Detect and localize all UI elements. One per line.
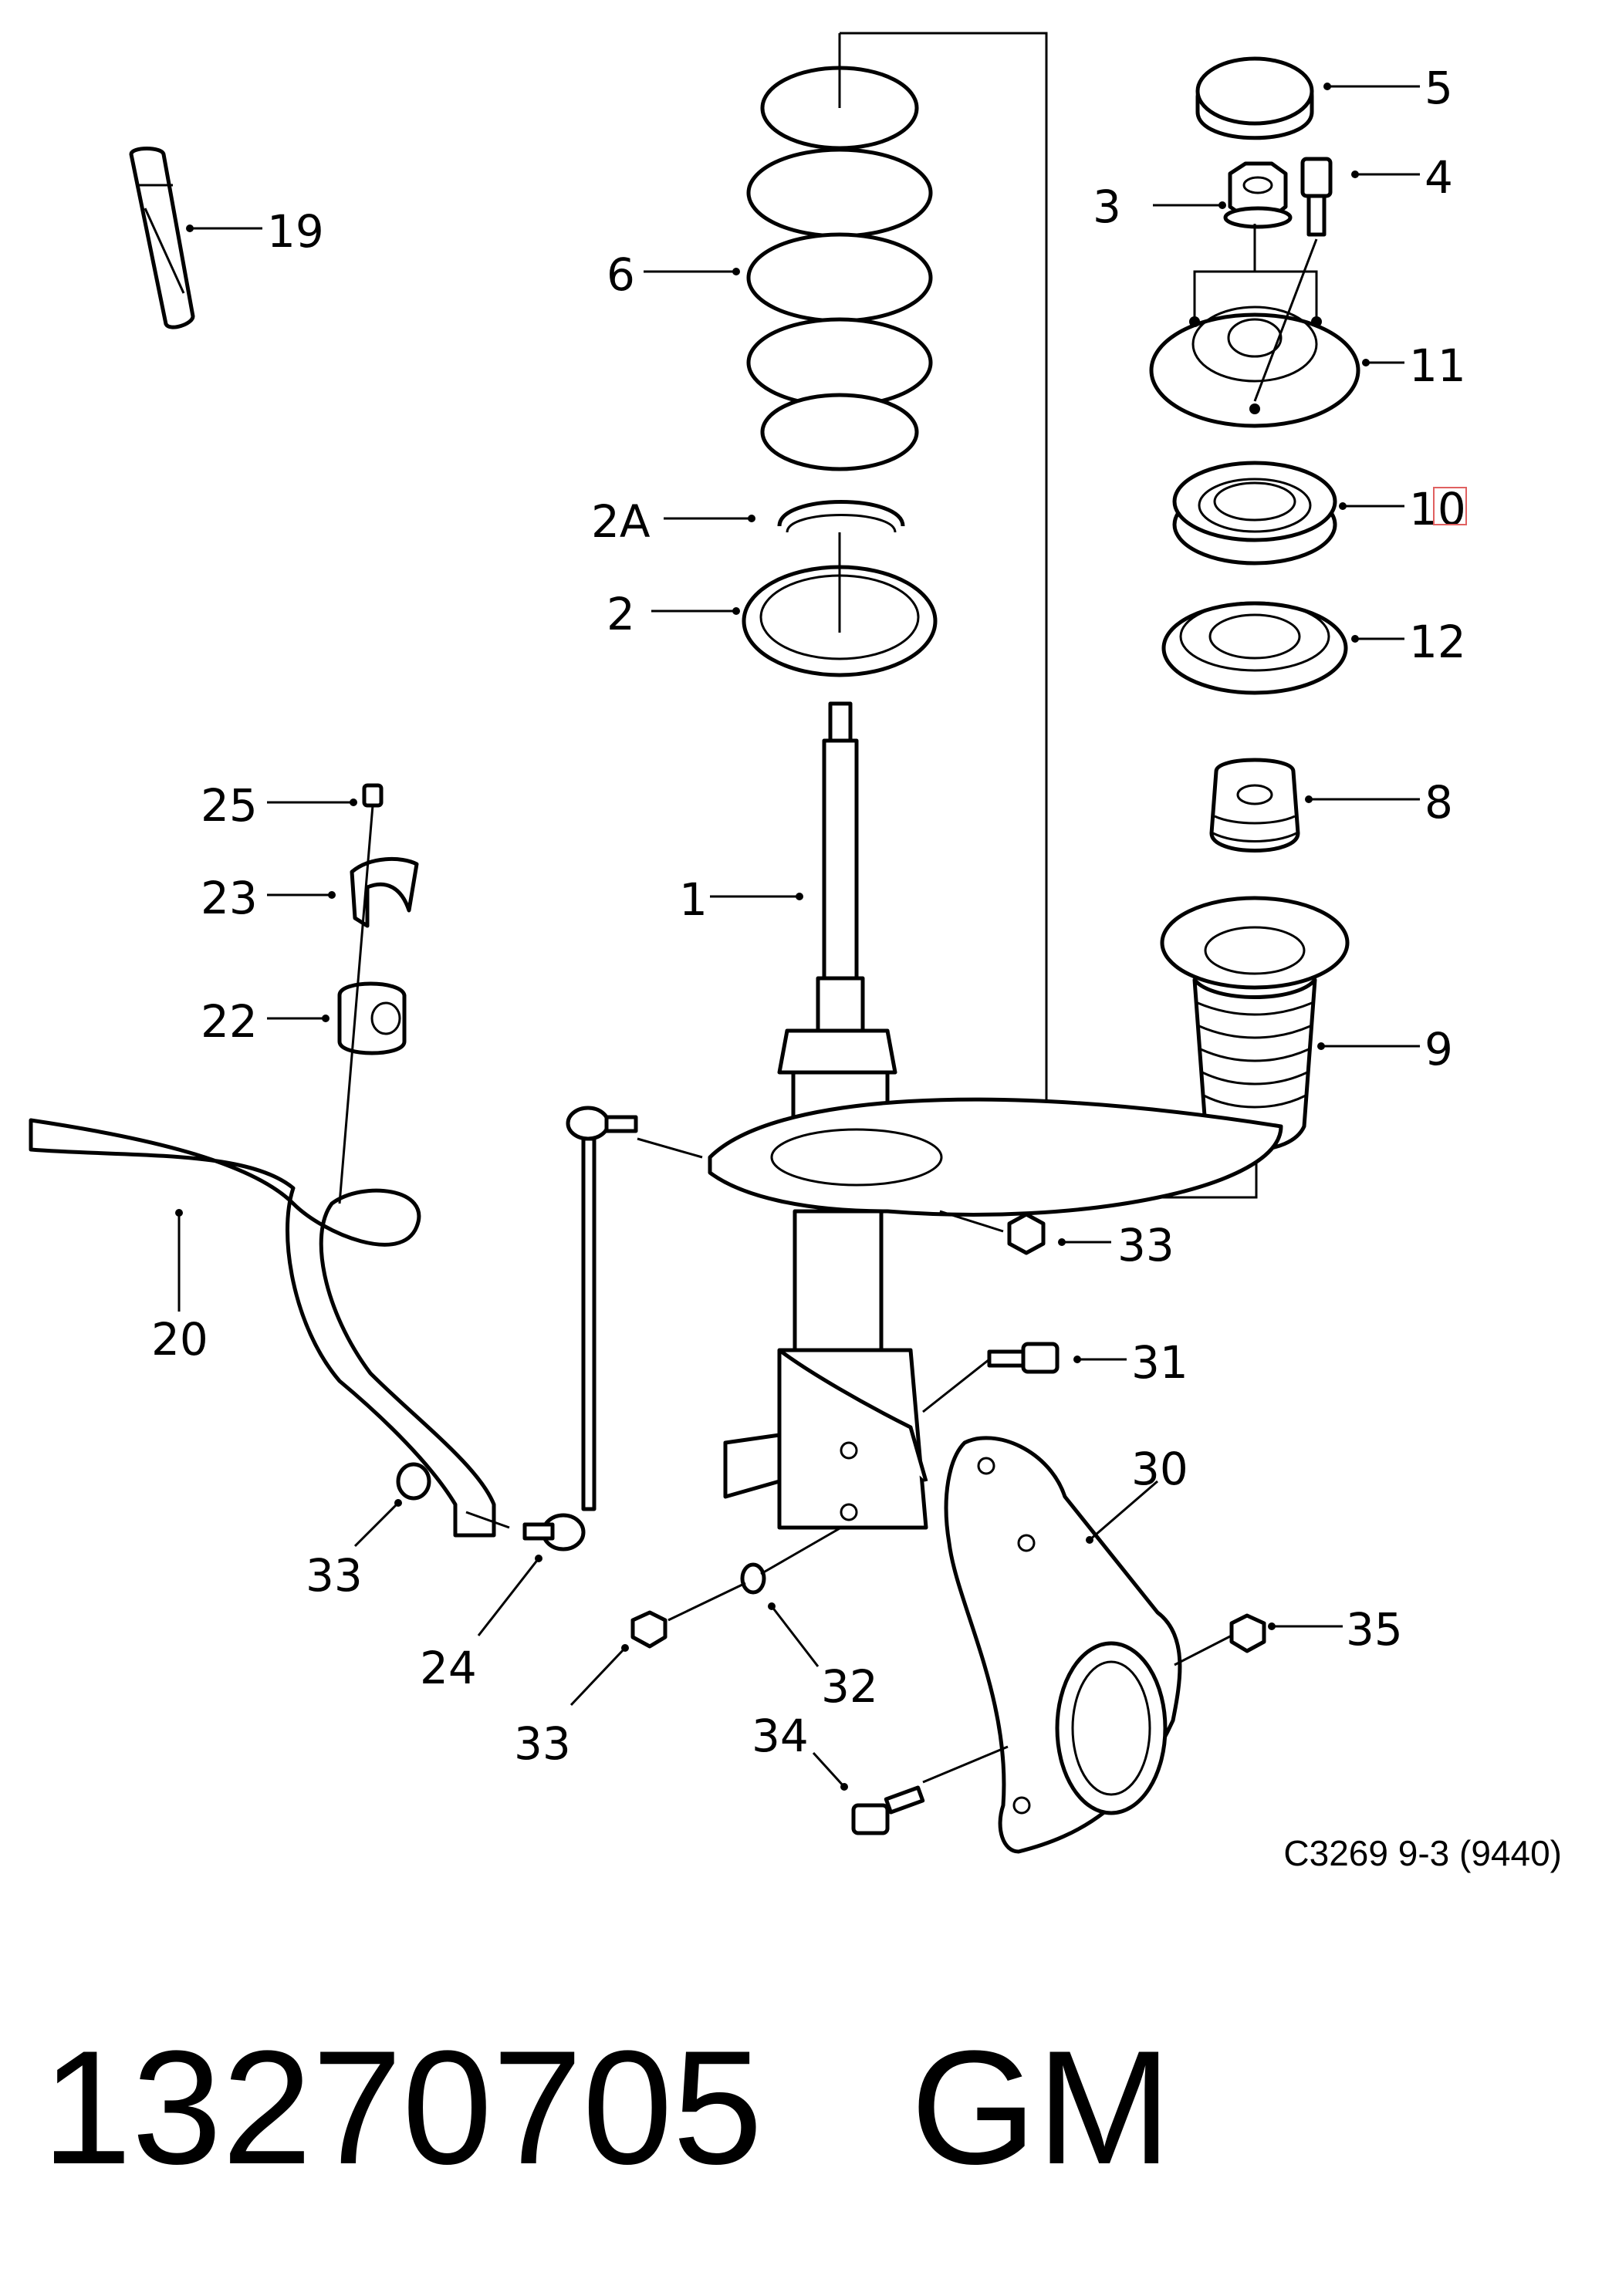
callout-20: 20 <box>151 1313 208 1366</box>
callout-23: 23 <box>201 872 258 924</box>
leader-lines <box>175 83 1420 1791</box>
part-31-bolt <box>987 1342 1060 1374</box>
callout-24: 24 <box>420 1642 477 1694</box>
part-3-nut <box>1223 161 1293 229</box>
part-25-screw <box>338 783 384 1204</box>
part-33-nut-left <box>396 1462 431 1501</box>
part-4-bolt <box>1300 157 1333 237</box>
brand-label: GM <box>911 2017 1171 2198</box>
callout-4: 4 <box>1425 151 1453 204</box>
part-12-spring-seat <box>1161 601 1348 695</box>
part-number: 13270705 <box>42 2017 762 2198</box>
part-22-bushing <box>337 981 407 1055</box>
part-24-link-rod <box>522 1106 638 1551</box>
part-8-bump-stop <box>1209 758 1300 853</box>
callout-32: 32 <box>821 1660 878 1713</box>
callout-6: 6 <box>607 248 635 301</box>
callout-11: 11 <box>1409 339 1466 392</box>
callout-12: 12 <box>1409 616 1466 668</box>
callout-10-highlight <box>1433 487 1467 525</box>
callout-1: 1 <box>679 873 708 926</box>
callout-22: 22 <box>201 995 258 1048</box>
part-10-bearing <box>1172 461 1337 566</box>
callout-34: 34 <box>752 1710 809 1762</box>
callout-33-upper: 33 <box>1117 1219 1174 1271</box>
diagram-reference: C3269 9-3 (9440) <box>1283 1833 1562 1873</box>
callout-2: 2 <box>607 588 635 640</box>
part-32-washer <box>740 1562 766 1595</box>
part-2a-spring-clip <box>777 500 905 533</box>
callout-2a: 2A <box>591 495 651 548</box>
part-2-lower-spring-seat <box>742 532 938 677</box>
part-19-grease-tube <box>129 147 195 329</box>
callout-30: 30 <box>1131 1443 1188 1495</box>
part-9-dust-boot <box>1160 896 1350 1152</box>
part-34-bolt <box>851 1785 925 1835</box>
callout-19: 19 <box>267 205 324 258</box>
callout-33-lower: 33 <box>514 1717 571 1770</box>
callout-8: 8 <box>1425 776 1453 829</box>
part-30-steering-knuckle <box>944 1436 1182 1854</box>
part-11-strut-mount <box>1149 224 1360 428</box>
part-33-nut-upper <box>1007 1212 1046 1255</box>
callout-35: 35 <box>1346 1603 1403 1656</box>
part-1-strut <box>708 701 1283 1530</box>
callout-10: 10 <box>1409 483 1466 535</box>
part-5-dust-cap <box>1195 56 1314 140</box>
part-23-clamp <box>350 856 419 928</box>
callout-25: 25 <box>201 779 258 832</box>
callout-33-left: 33 <box>306 1549 363 1602</box>
callout-3: 3 <box>1093 181 1121 233</box>
part-6-coil-spring <box>746 33 933 471</box>
part-33-nut-lower <box>630 1610 668 1649</box>
part-20-stabilizer-bar <box>29 1118 496 1538</box>
callout-5: 5 <box>1425 62 1453 114</box>
part-35-nut <box>1229 1613 1266 1653</box>
callout-9: 9 <box>1425 1023 1453 1075</box>
callout-31: 31 <box>1131 1336 1188 1389</box>
